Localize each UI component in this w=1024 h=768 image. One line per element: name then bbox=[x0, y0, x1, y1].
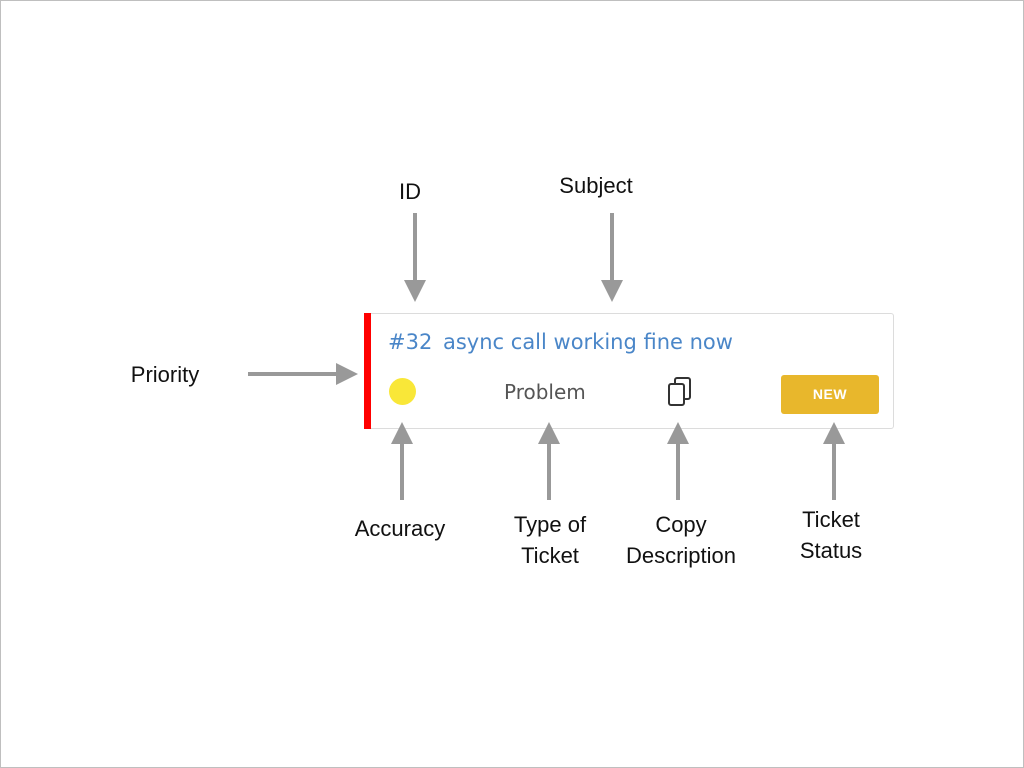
copy-icon[interactable] bbox=[666, 376, 694, 408]
ticket-status-badge[interactable]: NEW bbox=[781, 375, 879, 414]
accuracy-indicator bbox=[389, 378, 416, 405]
priority-bar bbox=[364, 313, 371, 429]
callout-priority: Priority bbox=[130, 362, 200, 387]
ticket-id[interactable]: #32 bbox=[388, 330, 433, 354]
callout-subject: Subject bbox=[559, 173, 633, 198]
callout-id: ID bbox=[399, 179, 421, 204]
callout-ticket-status: Ticket Status bbox=[799, 507, 863, 563]
callout-type-of-ticket: Type of Ticket bbox=[513, 512, 587, 568]
callout-copy-description: Copy Description bbox=[625, 512, 737, 568]
ticket-subject[interactable]: async call working fine now bbox=[443, 330, 733, 354]
ticket-type: Problem bbox=[504, 380, 586, 404]
callout-accuracy: Accuracy bbox=[354, 516, 446, 541]
